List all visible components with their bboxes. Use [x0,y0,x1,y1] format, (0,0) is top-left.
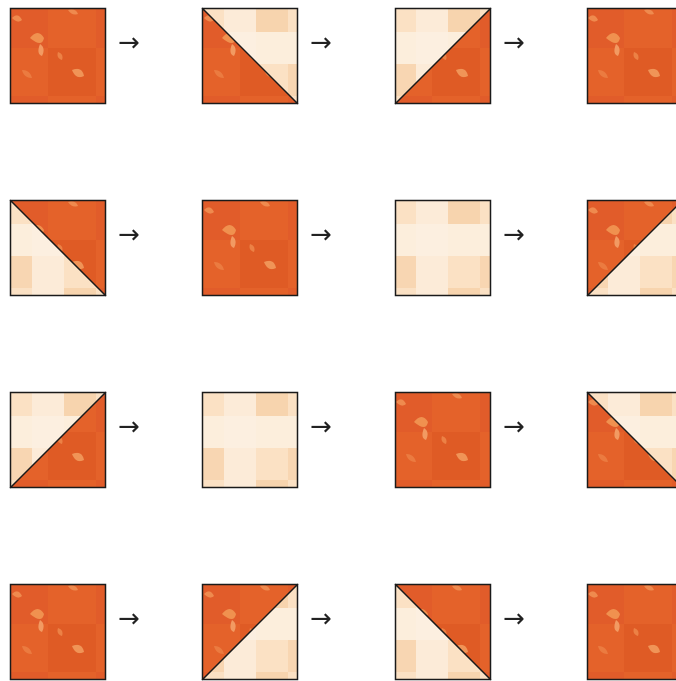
arrow-right-icon: → [503,606,525,632]
arrow-right-icon: → [118,414,140,440]
tile-solid-orange [587,8,676,104]
arrow-right-icon: → [503,414,525,440]
arrow-right-icon: → [118,222,140,248]
tile-orange-lower-right [10,392,106,488]
arrow-right-icon: → [310,414,332,440]
tile-orange-upper-right [395,584,491,680]
tile-orange-upper-left [587,200,676,296]
arrow-right-icon: → [503,222,525,248]
tile-solid-orange [10,584,106,680]
tile-solid-orange [202,200,298,296]
arrow-right-icon: → [310,606,332,632]
tile-orange-lower-right [395,8,491,104]
tile-orange-upper-right [10,200,106,296]
arrow-right-icon: → [310,222,332,248]
arrow-right-icon: → [503,30,525,56]
arrow-right-icon: → [118,30,140,56]
tile-solid-orange [587,584,676,680]
tile-orange-lower-left [202,8,298,104]
tile-solid-cream [202,392,298,488]
tile-solid-orange [10,8,106,104]
tile-orange-lower-left [587,392,676,488]
tile-solid-orange [395,392,491,488]
tile-solid-cream [395,200,491,296]
tile-orange-upper-left [202,584,298,680]
arrow-right-icon: → [310,30,332,56]
arrow-right-icon: → [118,606,140,632]
